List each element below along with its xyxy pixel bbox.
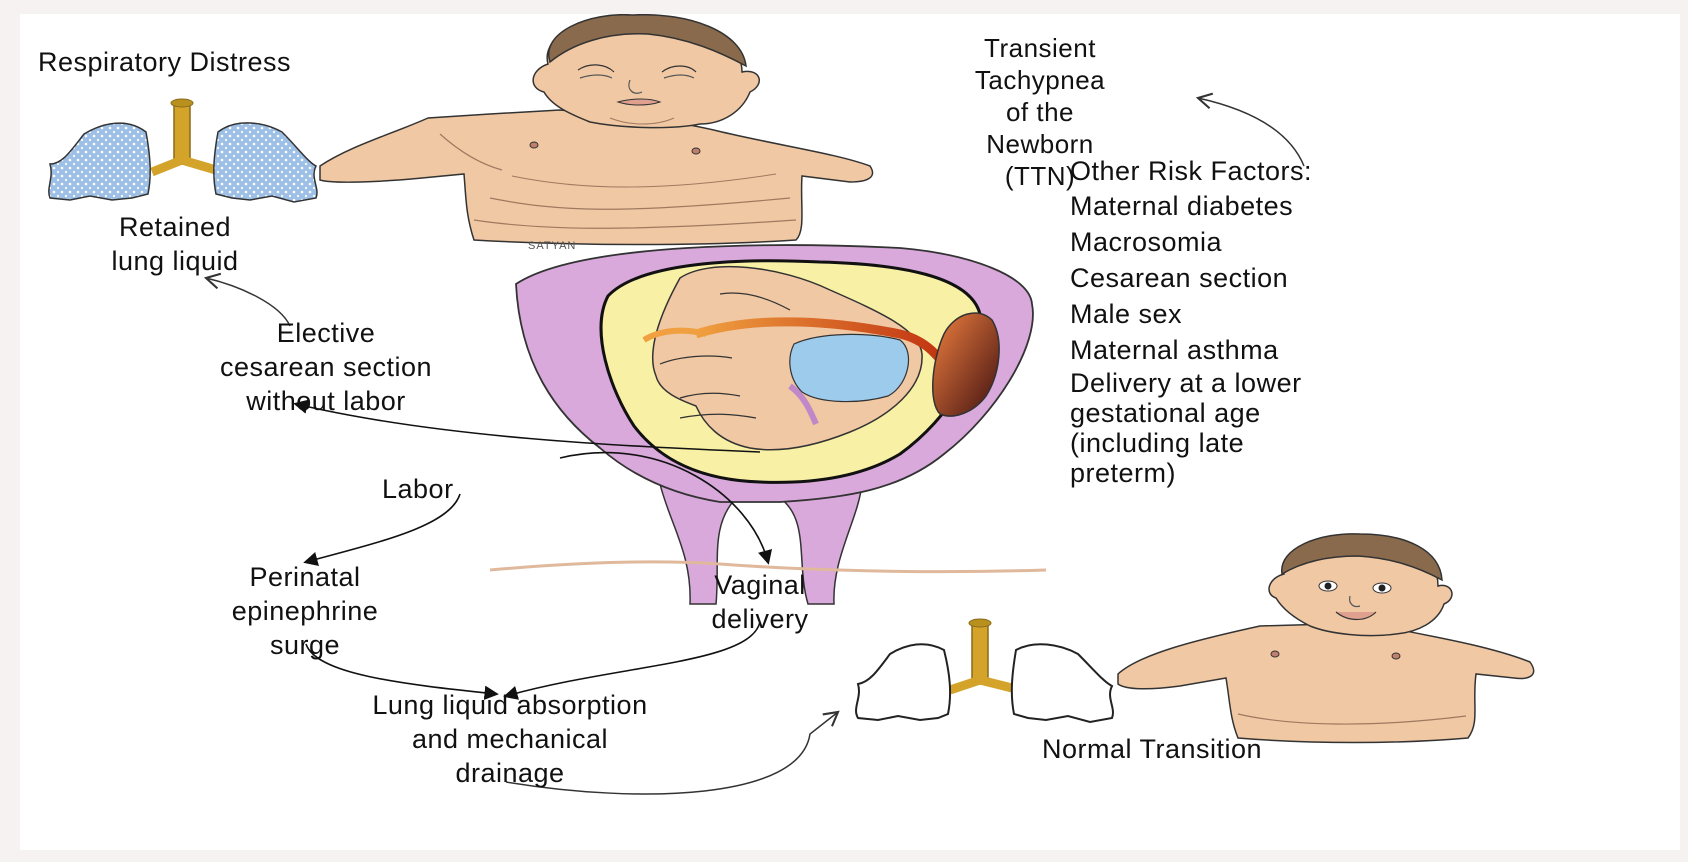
risk-factor-item: preterm) — [1070, 458, 1302, 488]
perinatal-line: epinephrine — [190, 594, 420, 628]
risk-factor-item: Delivery at a lower — [1070, 368, 1302, 398]
absorption-line: and mechanical — [240, 722, 780, 756]
normal-lung-left — [856, 644, 950, 720]
distressed-lungs — [49, 99, 317, 202]
elective-line: cesarean section — [166, 350, 486, 384]
distressed-trachea — [174, 102, 190, 164]
elective-line: Elective — [166, 316, 486, 350]
labor-label: Labor — [382, 472, 454, 506]
absorption-line: Lung liquid absorption — [240, 688, 780, 722]
distressed-infant — [320, 15, 873, 245]
risk-factor-item: Maternal asthma — [1070, 332, 1302, 368]
uterus-with-fetus — [490, 245, 1046, 604]
distressed-lung-right — [214, 123, 317, 202]
risk-factor-item: Maternal diabetes — [1070, 188, 1302, 224]
perinatal-line: Perinatal — [190, 560, 420, 594]
artist-signature: SATYAN — [528, 240, 576, 252]
risk-factor-item: (including late — [1070, 428, 1302, 458]
normal-infant — [1118, 534, 1534, 743]
retained-line: Retained — [60, 210, 290, 244]
diagram-canvas: Respiratory Distress Transient Tachypnea… — [20, 14, 1680, 850]
perinatal-epinephrine-label: Perinatal epinephrine surge — [190, 560, 420, 662]
ttn-line: Tachypnea — [920, 64, 1160, 96]
vaginal-line: Vaginal — [660, 568, 860, 602]
normal-lungs — [856, 619, 1113, 722]
risk-factors-title: Other Risk Factors: — [1070, 154, 1312, 188]
elective-cesarean-label: Elective cesarean section without labor — [166, 316, 486, 418]
normal-infant-torso — [1118, 624, 1534, 743]
vaginal-line: delivery — [660, 602, 860, 636]
respiratory-distress-label: Respiratory Distress — [38, 45, 291, 79]
risk-factors-list: Maternal diabetes Macrosomia Cesarean se… — [1070, 188, 1302, 488]
vaginal-delivery-label: Vaginal delivery — [660, 568, 860, 636]
ttn-line: Transient — [920, 32, 1160, 64]
perinatal-line: surge — [190, 628, 420, 662]
absorption-line: drainage — [240, 756, 780, 790]
risk-factor-item: Macrosomia — [1070, 224, 1302, 260]
retained-line: lung liquid — [60, 244, 290, 278]
distressed-lung-left — [49, 123, 150, 200]
retained-lung-liquid-label: Retained lung liquid — [60, 210, 290, 278]
risk-factor-item: gestational age — [1070, 398, 1302, 428]
normal-trachea — [972, 622, 988, 684]
lung-liquid-absorption-label: Lung liquid absorption and mechanical dr… — [240, 688, 780, 790]
risk-factor-item: Male sex — [1070, 296, 1302, 332]
risk-factor-item: Cesarean section — [1070, 260, 1302, 296]
fetus-lung — [790, 334, 909, 401]
distressed-infant-torso — [320, 110, 873, 245]
elective-line: without labor — [166, 384, 486, 418]
ttn-line: of the — [920, 96, 1160, 128]
normal-transition-label: Normal Transition — [1042, 732, 1262, 766]
normal-lung-right — [1012, 644, 1113, 722]
